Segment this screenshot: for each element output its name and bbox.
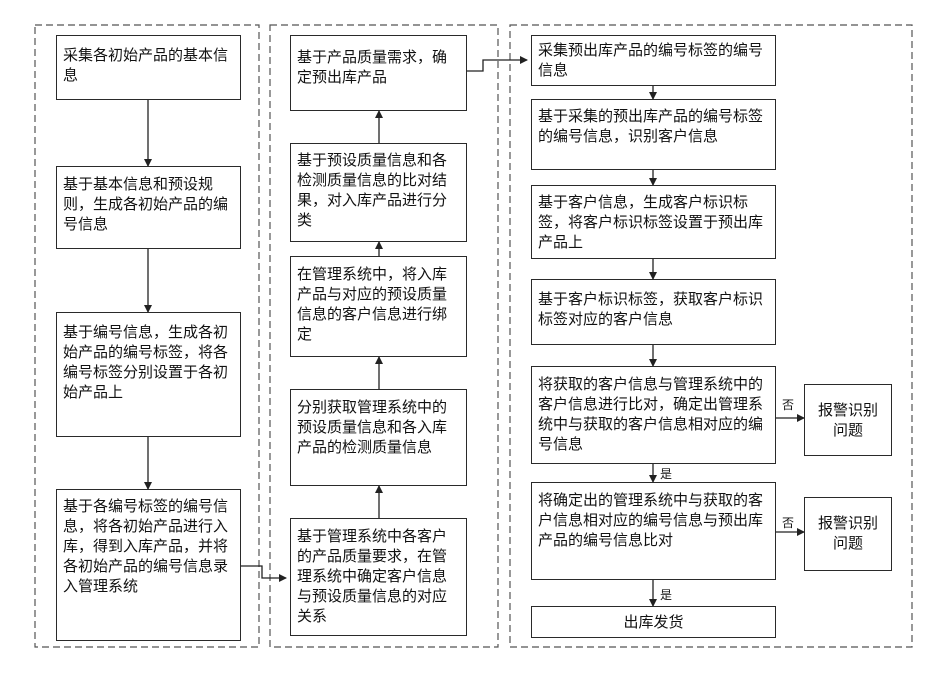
label-yes-2: 是 [660, 588, 672, 602]
alarm-box-2: 报警识别问题 [804, 497, 892, 571]
label-no-1: 否 [782, 398, 794, 412]
left-step-4: 基于各编号标签的编号信息，将各初始产品进行入库，得到入库产品，并将各初始产品的编… [56, 489, 241, 641]
right-step-6: 将确定出的管理系统中与获取的客户信息相对应的编号信息与预出库产品的编号信息比对 [531, 482, 776, 580]
right-step-3: 基于客户信息，生成客户标识标签，将客户标识标签设置于预出库产品上 [531, 185, 776, 259]
middle-step-1: 基于管理系统中各客户的产品质量要求，在管理系统中确定客户信息与预设质量信息的对应… [290, 518, 467, 636]
right-step-1: 采集预出库产品的编号标签的编号信息 [531, 35, 776, 86]
left-step-2: 基于基本信息和预设规则，生成各初始产品的编号信息 [56, 166, 241, 249]
middle-step-5: 基于产品质量需求，确定预出库产品 [290, 35, 467, 111]
right-step-7: 出库发货 [531, 606, 776, 638]
left-step-3: 基于编号信息，生成各初始产品的编号标签，将各编号标签分别设置于各初始产品上 [56, 312, 241, 437]
right-step-4: 基于客户标识标签，获取客户标识标签对应的客户信息 [531, 279, 776, 345]
middle-step-2: 分别获取管理系统中的预设质量信息和各入库产品的检测质量信息 [290, 389, 467, 486]
alarm-box-1: 报警识别问题 [804, 384, 892, 456]
middle-step-3: 在管理系统中，将入库产品与对应的预设质量信息的客户信息进行绑定 [290, 256, 467, 357]
middle-step-4: 基于预设质量信息和各检测质量信息的比对结果，对入库产品进行分类 [290, 143, 467, 242]
label-no-2: 否 [782, 516, 794, 530]
arrow-middle-to-right [467, 60, 527, 71]
left-step-1: 采集各初始产品的基本信息 [56, 35, 241, 100]
label-yes-1: 是 [660, 467, 672, 481]
right-step-5: 将获取的客户信息与管理系统中的客户信息进行比对，确定出管理系统中与获取的客户信息… [531, 366, 776, 464]
arrow-left-to-middle [241, 566, 286, 578]
right-step-2: 基于采集的预出库产品的编号标签的编号信息，识别客户信息 [531, 99, 776, 170]
